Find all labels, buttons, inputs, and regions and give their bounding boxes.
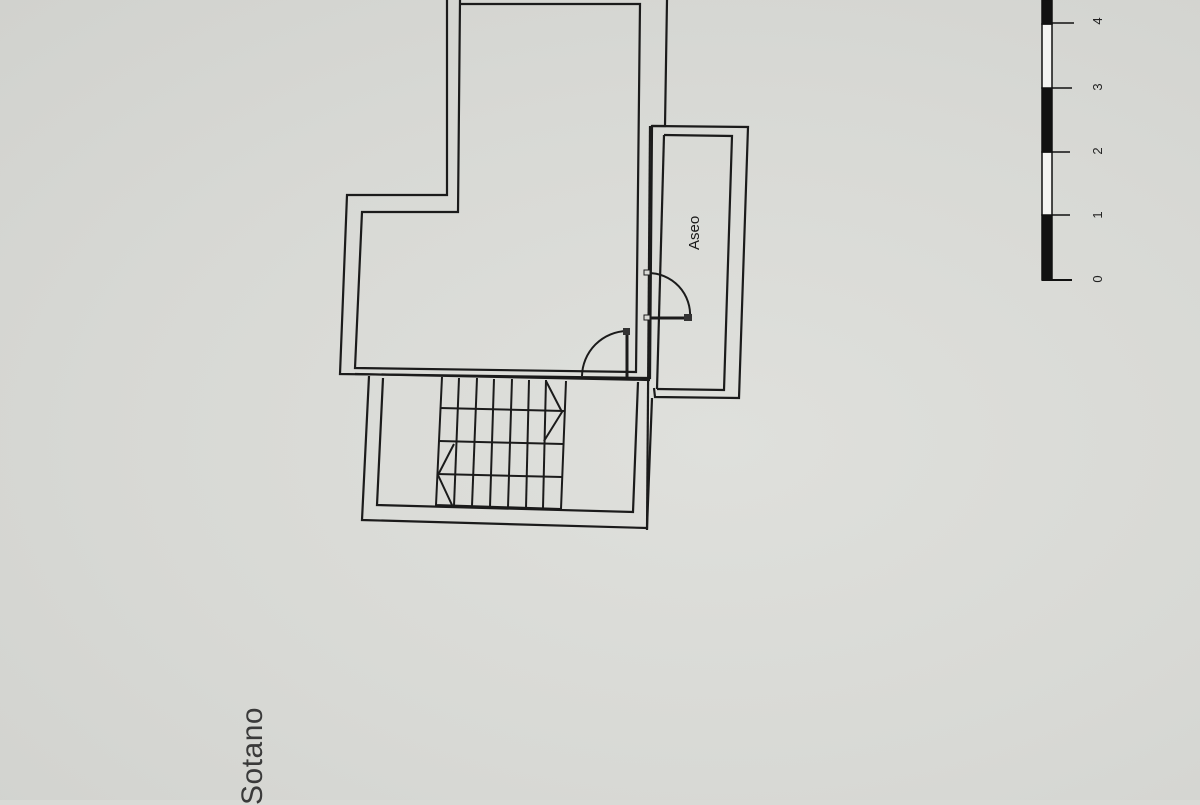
aseo-inner-wall: [656, 133, 734, 392]
main-room-outer-wall: [338, 0, 669, 380]
room-label-aseo: Aseo: [686, 215, 703, 250]
scale-tick-2: 2: [1090, 147, 1105, 155]
stair-block-outer-wall: [360, 375, 654, 530]
scale-tick-4: 4: [1090, 17, 1105, 25]
scale-bar: [1041, 0, 1074, 281]
aseo-outer-wall: [651, 124, 750, 400]
stair-block-inner-wall: [375, 377, 640, 514]
stairs: [434, 376, 567, 511]
floor-title: Sotano: [236, 706, 269, 805]
door-main: [581, 328, 630, 378]
scale-tick-3: 3: [1090, 83, 1105, 91]
main-room-inner-wall: [353, 0, 642, 374]
scale-tick-1: 1: [1090, 211, 1105, 219]
scale-tick-0: 0: [1090, 275, 1105, 283]
door-aseo: [643, 269, 692, 321]
